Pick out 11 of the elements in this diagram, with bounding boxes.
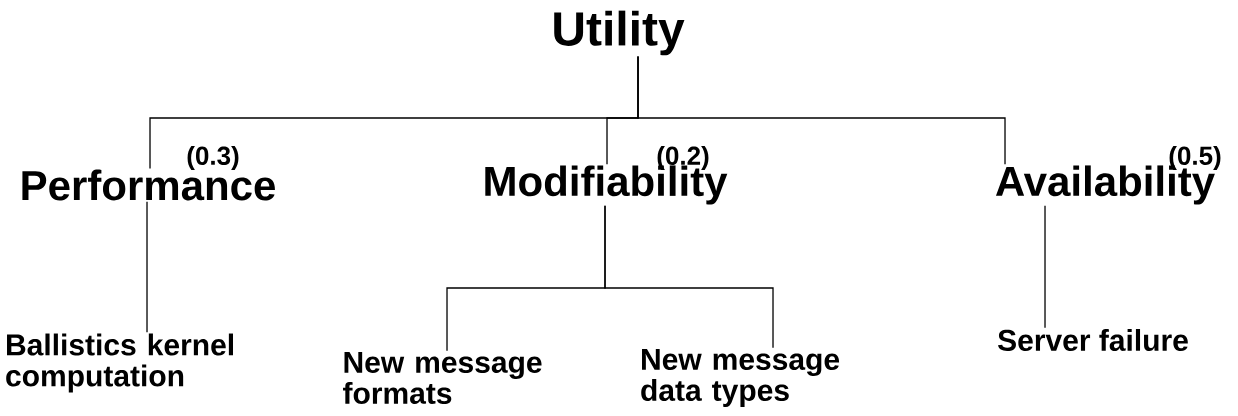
node-label: New message formats [343, 352, 542, 404]
node-label: Ballistics kernel computation [6, 333, 233, 393]
node-label: Utility [554, 10, 685, 56]
tree-line [637, 55, 1006, 165]
weight-label: (0.3) [187, 145, 239, 171]
node-label: New message data types [641, 349, 840, 407]
tree-line [1044, 205, 1046, 329]
node-label: Performance [22, 169, 275, 201]
node-label: Server failure [998, 329, 1188, 352]
tree-line [146, 201, 148, 333]
tree-line [604, 205, 774, 349]
